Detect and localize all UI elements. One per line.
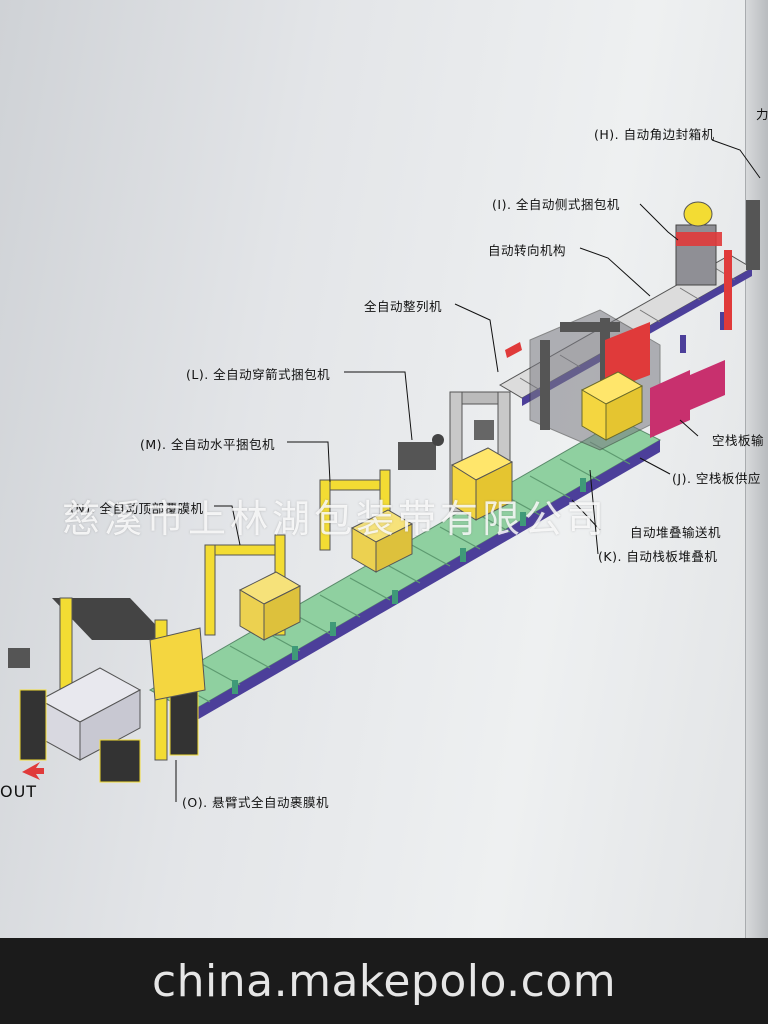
box-stack-yellow bbox=[580, 371, 644, 441]
packaging-line-diagram bbox=[8, 200, 760, 783]
label-empty-pallet-conveyor: 空栈板输 bbox=[712, 433, 765, 448]
label-turning-unit: 自动转向机构 bbox=[488, 243, 567, 258]
label-corner-sealer: (H). 自动角边封箱机 bbox=[594, 127, 715, 142]
cantilever-wrapper bbox=[8, 597, 206, 783]
company-watermark: 慈溪市上林湖包装带有限公司 bbox=[62, 497, 609, 541]
top-film-machine bbox=[204, 534, 302, 641]
label-pallet-stacker: (K). 自动栈板堆叠机 bbox=[598, 549, 718, 564]
label-side-strapping: (I). 全自动侧式捆包机 bbox=[492, 197, 620, 212]
arrow-strapping-machine bbox=[398, 391, 514, 521]
out-arrow-icon bbox=[22, 762, 44, 780]
corner-sealer-machine bbox=[675, 200, 760, 330]
out-label: OUT bbox=[0, 782, 38, 801]
label-empty-pallet-supply: (J). 空栈板供应 bbox=[672, 471, 761, 486]
label-edge-cutoff: 力 bbox=[756, 107, 768, 122]
site-name: china.makepolo.com bbox=[151, 955, 617, 1007]
site-footer: china.makepolo.com bbox=[0, 938, 768, 1024]
horizontal-strapping-machine bbox=[319, 469, 414, 573]
label-cantilever-wrapper: (O). 悬臂式全自动裹膜机 bbox=[182, 795, 330, 810]
label-horizontal-strapping: (M). 全自动水平捆包机 bbox=[140, 437, 275, 452]
label-arrow-strapping: (L). 全自动穿箭式捆包机 bbox=[186, 367, 331, 382]
label-stacking-conveyor: 自动堆叠输送机 bbox=[630, 525, 722, 540]
label-top-film: (N). 全自动顶部覆膜机 bbox=[70, 501, 204, 516]
aligner-machine bbox=[505, 309, 725, 451]
label-aligner: 全自动整列机 bbox=[364, 299, 443, 314]
brochure-page: (H). 自动角边封箱机 力 (I). 全自动侧式捆包机 自动转向机构 全自动整… bbox=[0, 0, 768, 938]
